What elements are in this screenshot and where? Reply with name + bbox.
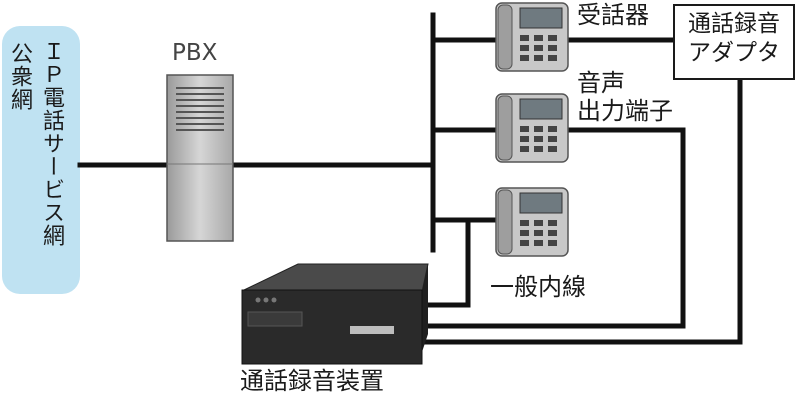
extension-label: 一般内線 xyxy=(490,273,586,301)
ip-phone-network-label: ＩＰ電話サービス網 xyxy=(39,40,64,247)
adapter-label-line2: アダプタ xyxy=(688,39,780,66)
adapter-label-line1: 通話録音 xyxy=(688,11,780,37)
recording-adapter-box: 通話録音 アダプタ xyxy=(673,4,795,80)
line-adapter-to-recorder xyxy=(415,77,743,345)
pbx-label: PBX xyxy=(172,40,218,66)
public-network-label: 公衆網 xyxy=(7,42,32,111)
handset-label: 受話器 xyxy=(577,1,649,29)
line-extension-to-recorder xyxy=(415,217,471,308)
audio-output-label-line1: 音声 xyxy=(577,69,625,97)
audio-output-label-line2: 出力端子 xyxy=(577,97,673,125)
recorder-label: 通話録音装置 xyxy=(240,367,384,395)
public-network-box xyxy=(2,26,80,294)
desk-phone-icon xyxy=(495,2,569,72)
desk-phone-icon xyxy=(495,187,569,257)
line-audio-out-to-recorder xyxy=(415,127,686,329)
pbx-cabinet-icon xyxy=(166,74,234,242)
desk-phone-icon xyxy=(495,93,569,163)
recorder-box-icon xyxy=(241,263,429,365)
